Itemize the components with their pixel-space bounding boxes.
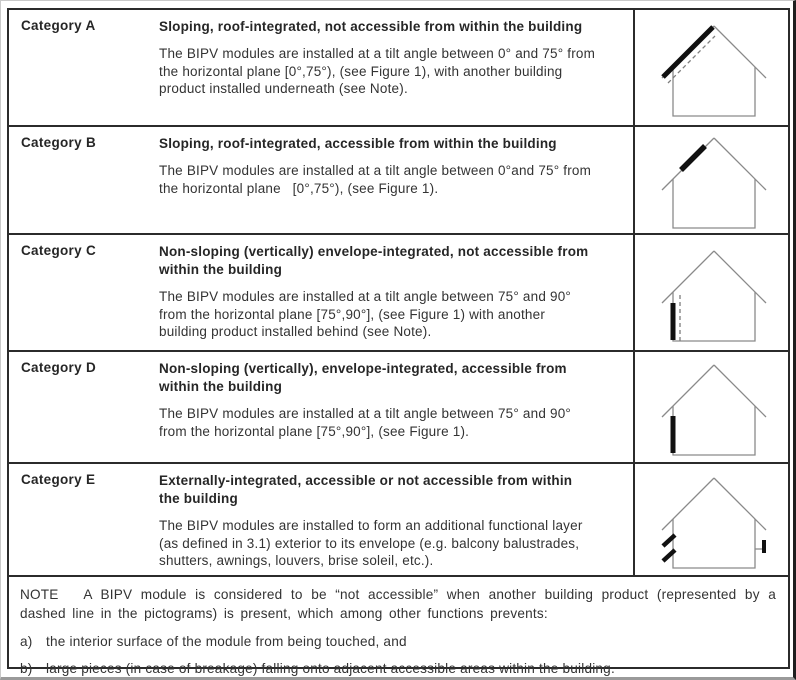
- category-description-cell: Sloping, roof-integrated, accessible fro…: [159, 127, 633, 233]
- category-body: The BIPV modules are installed at a tilt…: [159, 406, 571, 439]
- category-title: Sloping, roof-integrated, not accessible…: [159, 19, 583, 34]
- category-body: The BIPV modules are installed to form a…: [159, 518, 583, 568]
- house-roof-right: [713, 25, 766, 78]
- category-e-pictogram-icon: [660, 477, 766, 569]
- bipv-category-table: Category A Sloping, roof-integrated, not…: [7, 8, 790, 676]
- note-paragraph: NOTE A BIPV module is considered to be “…: [20, 587, 776, 621]
- table-row-category-c: Category C Non-sloping (vertically) enve…: [9, 235, 788, 352]
- category-description-cell: Sloping, roof-integrated, not accessible…: [159, 10, 633, 125]
- category-c-pictogram-icon: [661, 250, 766, 342]
- note-item-text: large pieces (in case of breakage) falli…: [46, 661, 615, 676]
- house-body-outline: [671, 291, 756, 342]
- table-row-category-d: Category D Non-sloping (vertically), env…: [9, 352, 788, 464]
- external-louver-module-1: [660, 532, 677, 548]
- house-body-outline: [671, 179, 756, 229]
- note-list-item-a: a) the interior surface of the module fr…: [20, 633, 776, 650]
- pictogram-cell: [633, 10, 788, 125]
- house-roof-left: [661, 477, 714, 530]
- category-description-cell: Non-sloping (vertically) envelope-integr…: [159, 235, 633, 350]
- category-description-cell: Non-sloping (vertically), envelope-integ…: [159, 352, 633, 462]
- category-title: Non-sloping (vertically) envelope-integr…: [159, 244, 589, 277]
- category-title: Non-sloping (vertically), envelope-integ…: [159, 361, 567, 394]
- bipv-module-bar: [660, 24, 715, 79]
- category-a-pictogram-icon: [660, 24, 766, 117]
- note-item-text: the interior surface of the module from …: [46, 634, 407, 649]
- table-row-category-e: Category E Externally-integrated, access…: [9, 464, 788, 577]
- category-d-pictogram-icon: [661, 364, 766, 456]
- category-label: Category E: [21, 472, 96, 487]
- category-b-pictogram-icon: [661, 137, 766, 229]
- house-body-outline: [671, 66, 756, 117]
- category-body: The BIPV modules are installed at a tilt…: [159, 163, 592, 196]
- category-label: Category A: [21, 18, 96, 33]
- category-label: Category C: [21, 243, 97, 258]
- house-roof-left: [661, 364, 714, 418]
- category-title: Externally-integrated, accessible or not…: [159, 473, 573, 506]
- pictogram-cell: [633, 352, 788, 462]
- pictogram-cell: [633, 127, 788, 233]
- note-list-item-b: b) large pieces (in case of breakage) fa…: [20, 660, 776, 677]
- category-description-cell: Externally-integrated, accessible or not…: [159, 464, 633, 575]
- category-body: The BIPV modules are installed at a tilt…: [159, 289, 571, 339]
- pictogram-cell: [633, 464, 788, 575]
- pictogram-cell: [633, 235, 788, 350]
- category-body: The BIPV modules are installed at a tilt…: [159, 46, 596, 96]
- house-roof-left: [661, 250, 714, 303]
- house-roof-right: [713, 250, 766, 303]
- note-item-label: a): [20, 634, 33, 649]
- note-item-label: b): [20, 661, 33, 676]
- table-row-note: NOTE A BIPV module is considered to be “…: [9, 577, 788, 677]
- house-roof-right: [713, 137, 766, 191]
- category-label: Category B: [21, 135, 97, 150]
- table-row-category-b: Category B Sloping, roof-integrated, acc…: [9, 127, 788, 235]
- house-body-outline: [671, 406, 756, 456]
- bipv-module-bar: [678, 144, 707, 172]
- external-louver-module-2: [660, 547, 677, 563]
- house-body-outline: [671, 518, 756, 569]
- table-row-category-a: Category A Sloping, roof-integrated, not…: [9, 10, 788, 127]
- building-product-dashed-line: [667, 35, 715, 83]
- house-roof-right: [713, 477, 766, 530]
- house-roof-right: [713, 364, 766, 418]
- category-label: Category D: [21, 360, 97, 375]
- category-title: Sloping, roof-integrated, accessible fro…: [159, 136, 557, 151]
